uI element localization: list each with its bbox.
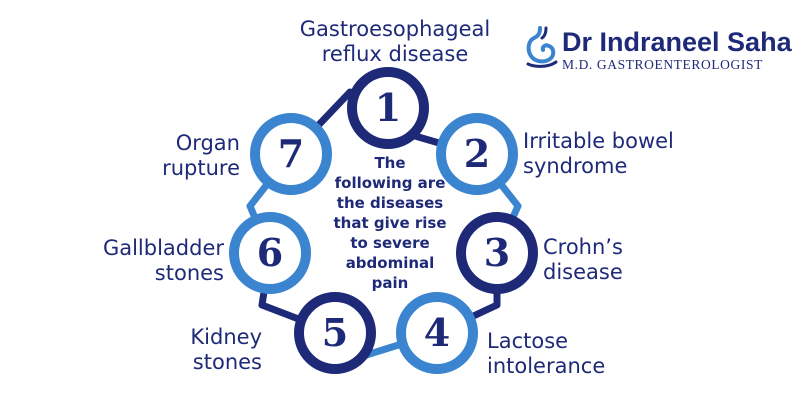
center-line: following are bbox=[334, 174, 446, 192]
number-node-2: 2 bbox=[436, 113, 518, 195]
label-line: Gastroesophageal bbox=[299, 17, 491, 41]
label-line: Irritable bowel bbox=[523, 129, 674, 153]
label-line: Kidney bbox=[190, 325, 262, 349]
label-lactose-intolerance: Lactose intolerance bbox=[487, 329, 667, 379]
center-line: to severe bbox=[350, 234, 430, 252]
label-line: Crohn’s bbox=[543, 235, 623, 259]
number-ring bbox=[436, 113, 518, 195]
label-line: stones bbox=[154, 261, 224, 285]
logo: Dr Indraneel Saha M.D. GASTROENTEROLOGIS… bbox=[524, 26, 794, 74]
number-label: 2 bbox=[464, 131, 490, 176]
number-label: 5 bbox=[322, 310, 348, 355]
label-line: reflux disease bbox=[321, 42, 469, 66]
label-gastroesophageal-reflux-disease: Gastroesophageal reflux disease bbox=[255, 17, 535, 67]
center-line: The bbox=[374, 154, 406, 172]
number-node-6: 6 bbox=[229, 212, 311, 294]
center-line: abdominal bbox=[345, 254, 435, 272]
label-line: Gallbladder bbox=[102, 236, 224, 260]
logo-subtitle: M.D. GASTROENTEROLOGIST bbox=[562, 57, 763, 72]
number-ring bbox=[294, 292, 376, 374]
center-line: that give rise bbox=[333, 214, 447, 232]
number-ring bbox=[250, 113, 332, 195]
center-line: pain bbox=[371, 274, 409, 292]
center-caption: The following are the diseases that give… bbox=[318, 153, 462, 293]
number-ring bbox=[229, 212, 311, 294]
number-label: 3 bbox=[484, 230, 510, 275]
label-line: disease bbox=[543, 260, 623, 284]
label-gallbladder-stones: Gallbladder stones bbox=[60, 236, 224, 286]
label-kidney-stones: Kidney stones bbox=[130, 325, 262, 375]
number-label: 7 bbox=[278, 131, 304, 176]
label-line: Lactose bbox=[487, 329, 569, 353]
label-organ-rupture: Organ rupture bbox=[140, 131, 240, 181]
label-line: intolerance bbox=[487, 354, 606, 378]
number-node-5: 5 bbox=[294, 292, 376, 374]
label-line: rupture bbox=[162, 156, 240, 180]
label-irritable-bowel-syndrome: Irritable bowel syndrome bbox=[523, 129, 723, 179]
number-label: 4 bbox=[424, 310, 450, 355]
label-line: Organ bbox=[175, 131, 240, 155]
label-crohns-disease: Crohn’s disease bbox=[543, 235, 693, 285]
number-node-3: 3 bbox=[456, 212, 538, 294]
label-line: stones bbox=[192, 350, 262, 374]
number-node-4: 4 bbox=[396, 292, 478, 374]
number-label: 1 bbox=[375, 85, 401, 130]
number-ring bbox=[456, 212, 538, 294]
center-line: the diseases bbox=[336, 194, 444, 212]
number-node-1: 1 bbox=[347, 67, 429, 149]
number-ring bbox=[396, 292, 478, 374]
number-ring bbox=[347, 67, 429, 149]
logo-name: Dr Indraneel Saha bbox=[562, 27, 792, 57]
number-label: 6 bbox=[257, 230, 283, 275]
number-node-7: 7 bbox=[250, 113, 332, 195]
stomach-icon bbox=[526, 26, 558, 68]
label-line: syndrome bbox=[523, 154, 628, 178]
